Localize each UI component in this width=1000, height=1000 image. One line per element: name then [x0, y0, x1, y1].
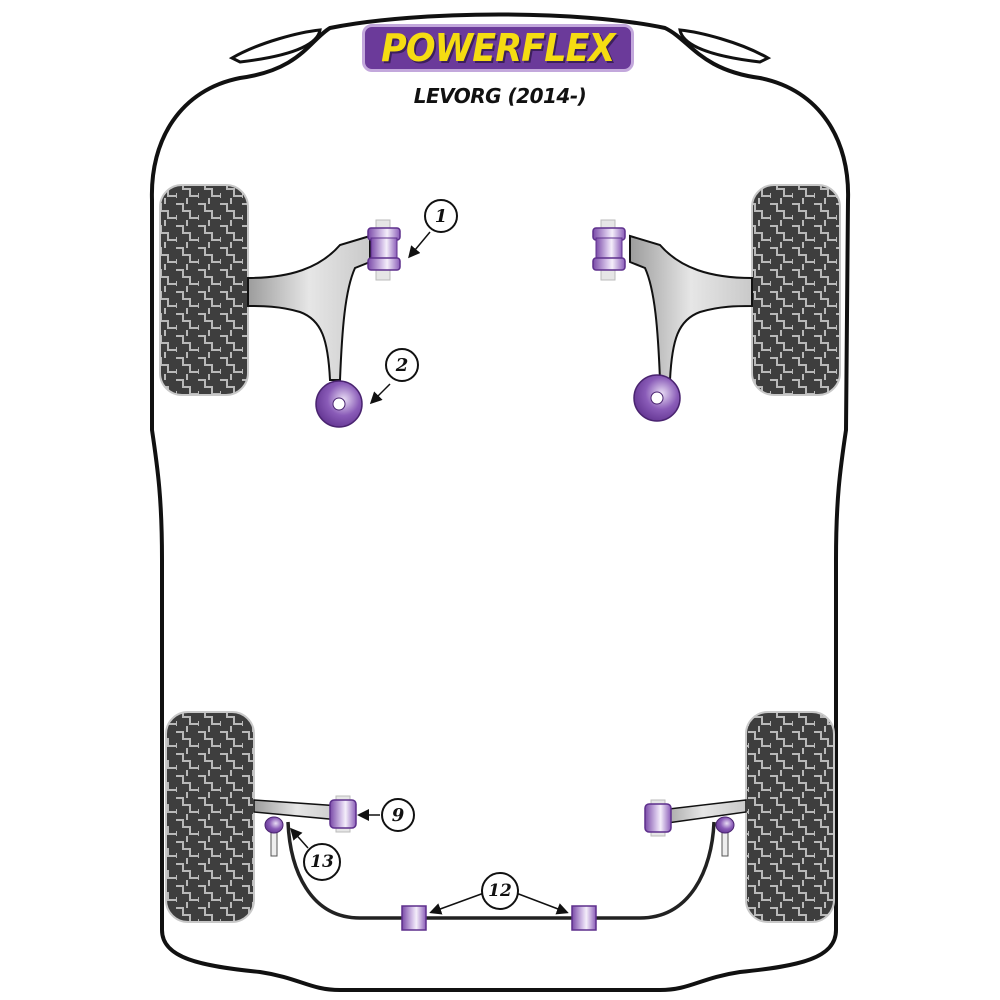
powerflex-logo: POWERFLEX	[362, 24, 634, 72]
callout-1: 1	[424, 199, 458, 233]
front-left-tyre	[159, 184, 249, 396]
drop-link-13-left	[264, 816, 284, 857]
bushing-1-right	[592, 219, 626, 281]
callout-12: 12	[481, 872, 519, 910]
bushing-12-right	[571, 905, 597, 931]
rear-anti-roll-bar	[286, 821, 716, 920]
callout-2: 2	[385, 348, 419, 382]
callout-12-arrow-left	[429, 892, 485, 915]
drop-link-13-right	[715, 816, 735, 857]
rear-right-tyre	[745, 711, 835, 923]
bushing-2-left	[315, 380, 363, 428]
front-right-tyre	[751, 184, 841, 396]
callout-1-arrow	[408, 231, 431, 259]
callout-12-arrow-right	[515, 892, 569, 915]
front-left-lower-arm	[247, 234, 371, 381]
bushing-9-left	[329, 795, 357, 833]
bushing-1-left	[367, 219, 401, 281]
vehicle-model-label: LEVORG (2014-)	[413, 84, 587, 108]
logo-text: POWERFLEX	[381, 26, 615, 70]
callout-9: 9	[381, 798, 415, 832]
bushing-12-left	[401, 905, 427, 931]
car-body-outline	[149, 12, 851, 992]
front-right-lower-arm	[629, 234, 753, 381]
bushing-2-right	[633, 374, 681, 422]
right-mirror	[678, 28, 772, 64]
callout-13-arrow	[290, 827, 309, 849]
callout-13: 13	[303, 843, 341, 881]
left-mirror	[228, 28, 322, 64]
bushing-9-right	[644, 799, 672, 837]
callout-2-arrow	[369, 383, 391, 405]
rear-left-tyre	[165, 711, 255, 923]
